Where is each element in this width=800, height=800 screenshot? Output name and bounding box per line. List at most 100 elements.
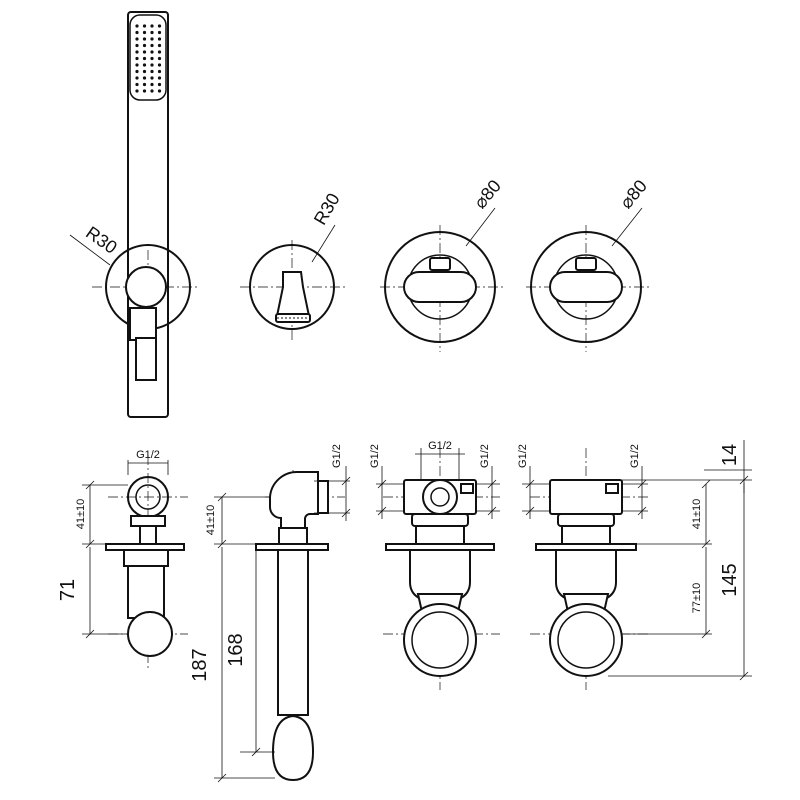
spout-thread-label: G1/2 [331,444,343,468]
nozzle-dot [142,76,147,80]
nozzle-dot [135,76,139,80]
nozzle-dot [142,63,147,67]
mixer-right-rosette [530,231,642,343]
nozzle-dot [142,43,147,48]
nozzle-dot [157,63,162,67]
mixer-left-top-thread-label: G1/2 [428,440,452,452]
spout-front-view: R30 [240,190,345,342]
dimension-tick [85,539,95,549]
mixer-left-indicator [429,257,451,271]
spout-radius-label: R30 [310,190,344,229]
nozzle-dot [135,69,139,74]
nozzle-dot [135,24,139,28]
nozzle-dot [157,50,162,54]
nozzle-dot [135,63,139,67]
dimension-tick [487,506,497,516]
mixer-right-handle-inner [557,611,615,669]
dimension-tick [701,629,711,639]
mixer-left-cartridge [411,513,469,527]
nozzle-dot [135,82,139,87]
spout-collar [278,527,308,545]
mixer-right-indicator [575,257,597,271]
mixer-right-sleeve [561,525,611,545]
holder-radius-label: R30 [82,222,121,257]
mixer-left-sleeve [415,525,465,545]
nozzle-dot [142,37,147,41]
nozzle-dot [150,89,154,93]
mixer-left-inlet [422,479,458,515]
dimension-tick [525,479,535,489]
nozzle-dot [150,82,154,87]
nozzle-dot [135,43,139,48]
mixer-offset-label: 77±10 [691,583,703,614]
holder-body [125,266,167,308]
handshower-handle [127,11,169,418]
nozzle-dot [157,24,162,28]
spout-inner-label: 168 [225,633,247,666]
holder-thread-label: G1/2 [136,449,160,461]
mixer-left-diameter-label: ⌀80 [470,176,505,212]
dimension-tick [487,479,497,489]
holder-cradle [127,611,173,657]
dimension-tick [739,475,749,485]
mixer-left-front-view: ⌀80 [380,176,505,352]
nozzle-dot [150,69,154,74]
mixer-top-label: 14 [719,444,741,466]
spout-tube [277,549,309,716]
dimension-arrows [85,475,749,783]
mixer-left-handle-outer [403,603,477,677]
mixer-right-handle-outer [549,603,623,677]
nozzle-dot [157,76,162,80]
mixer-right-side-view: G1/2 G1/2 41±10 77±10 14 145 [517,440,752,690]
holder-collar [123,549,169,567]
nozzle-dot [157,30,162,35]
nozzle-dot [135,89,139,93]
spout-tip [271,714,315,782]
handshower-nozzle-grid [135,24,162,93]
diameter-leader [465,207,496,247]
dimension-tick [377,506,387,516]
nozzle-dot [135,30,139,35]
holder-height-label: 71 [57,579,79,601]
radius-leader [69,234,111,266]
dimension-tick [217,773,227,783]
nozzle-dot [142,69,147,74]
nozzle-dot [150,43,154,48]
holder-bracket [129,307,157,341]
nozzle-dot [150,76,154,80]
nozzle-dot [157,82,162,87]
dimension-tick [217,492,227,502]
dimension-tick [251,747,261,757]
dimension-tick [637,479,647,489]
nozzle-dot [135,56,139,61]
mixer-left-side-view: G1/2 G1/2 G1/2 [369,440,500,690]
nozzle-dot [150,37,154,41]
nozzle-dot [150,30,154,35]
nozzle-dot [150,24,154,28]
nozzle-dot [157,69,162,74]
dimension-tick [341,476,351,486]
dimension-tick [217,539,227,549]
nozzle-dot [135,50,139,54]
handshower-front-view: R30 [69,11,200,418]
nozzle-dot [135,37,139,41]
mixer-left-outlet [460,483,474,494]
holder-arm [127,565,165,619]
dimension-tick [701,539,711,549]
mixer-right-lever [549,271,623,303]
dimension-tick [701,479,711,489]
radius-leader [311,224,336,263]
mixer-right-diameter-label: ⌀80 [616,176,651,212]
dimension-tick [85,480,95,490]
nozzle-dot [157,89,162,93]
nozzle-dot [150,56,154,61]
holder-nut [130,515,166,527]
mixer-total-label: 145 [719,563,741,596]
mixer-left-rosette [384,231,496,343]
nozzle-dot [142,50,147,54]
diameter-leader [611,207,643,247]
nozzle-dot [157,43,162,48]
nozzle-dot [157,37,162,41]
nozzle-dot [157,56,162,61]
